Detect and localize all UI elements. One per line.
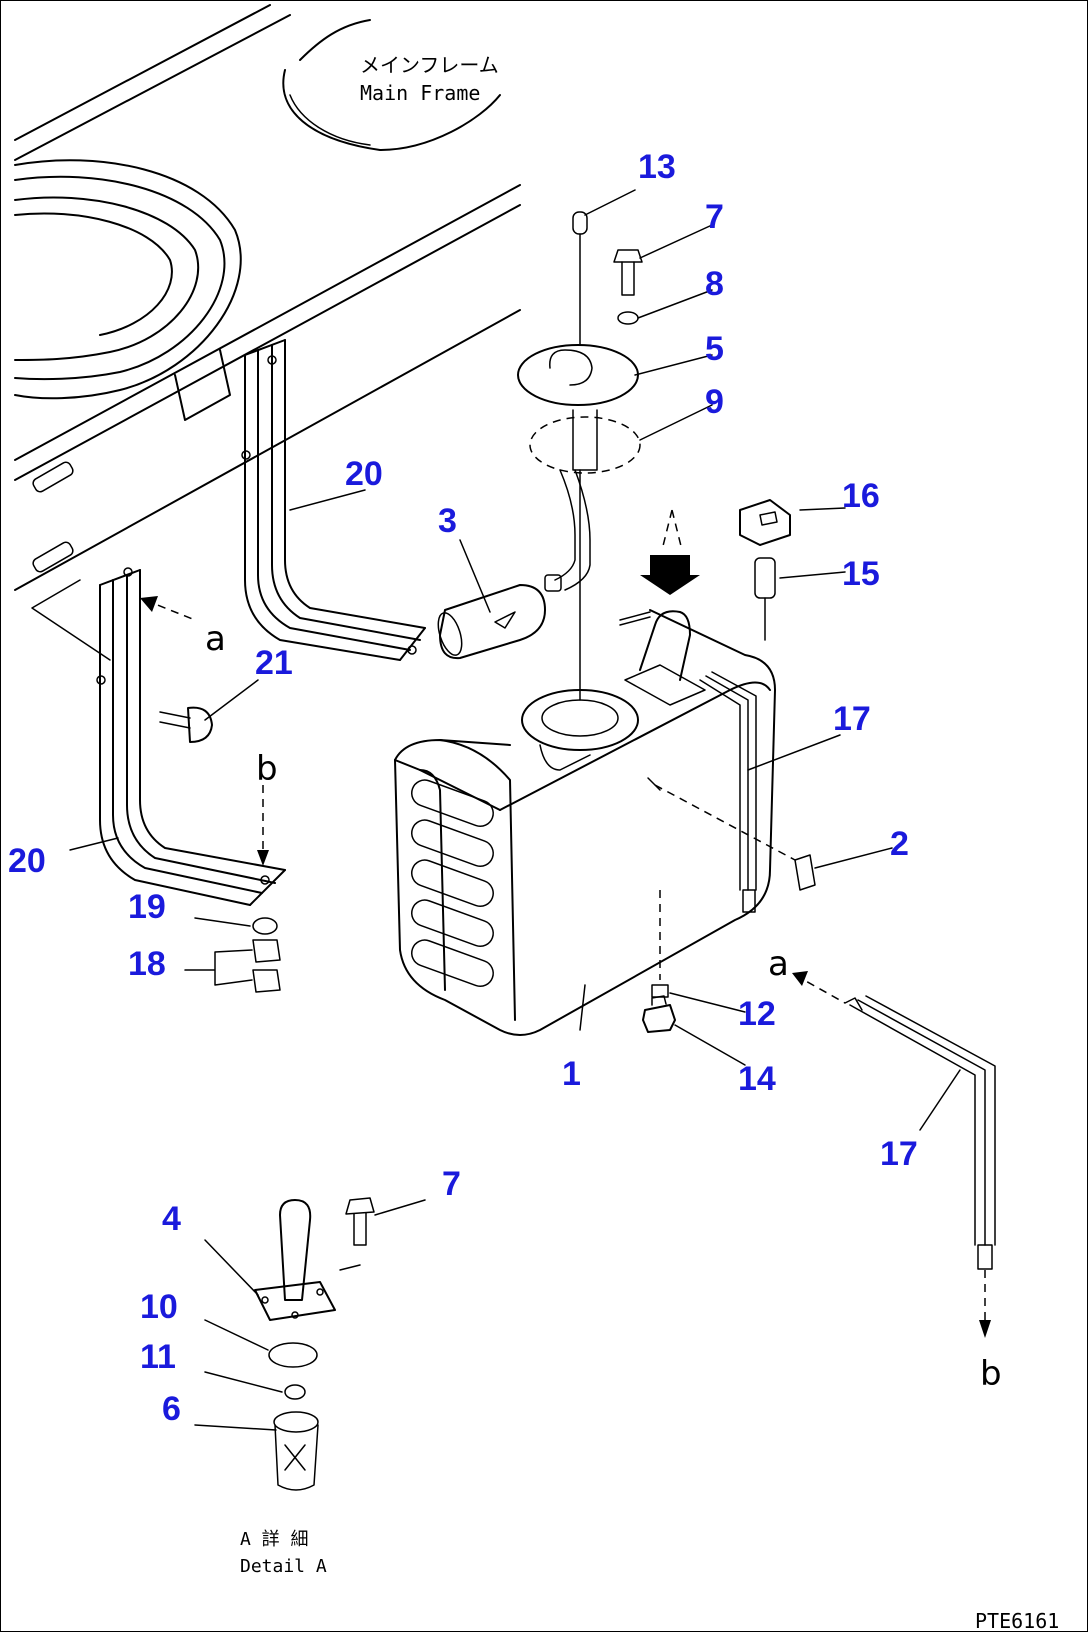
detail-label-jp: A 詳 細 (240, 1529, 309, 1550)
callout-4: 4 (162, 1200, 181, 1238)
callout-20-top: 20 (345, 455, 383, 493)
part-8-washer (617, 311, 639, 325)
callout-15: 15 (842, 555, 880, 593)
callout-8: 8 (705, 265, 724, 303)
callout-numbers: 13 7 8 5 9 16 15 20 3 21 17 2 20 19 18 1… (8, 148, 918, 1428)
letter-b-left: b (256, 749, 278, 789)
bracket-part-20-upper (241, 339, 426, 661)
callout-12: 12 (738, 995, 776, 1033)
callout-13: 13 (638, 148, 676, 186)
part-5-cover-plate (517, 344, 639, 406)
part-17-tube-lower (844, 995, 996, 1270)
callout-17-top: 17 (833, 700, 871, 738)
callout-11: 11 (140, 1338, 176, 1376)
main-frame (14, 4, 521, 661)
part-16-cap (739, 499, 791, 546)
main-frame-outline-detail (289, 94, 371, 146)
part-6-strainer (273, 1411, 319, 1491)
callout-9: 9 (705, 383, 724, 421)
letter-a-left: a (205, 619, 226, 659)
callout-7-top: 7 (705, 198, 724, 236)
part-7-bolt-top (613, 249, 643, 296)
part-14-valve (642, 995, 676, 1033)
part-17-tube-upper (699, 671, 757, 913)
letter-a-right: a (768, 944, 789, 984)
part-4-filler-neck (254, 1199, 336, 1321)
drawing-code: PTE6161 (975, 1609, 1059, 1633)
part-10-gasket (268, 1342, 318, 1368)
callout-5: 5 (705, 330, 724, 368)
main-frame-label-en: Main Frame (360, 81, 480, 105)
part-3-filter (437, 469, 591, 660)
part-15-sensor (754, 557, 776, 641)
callout-3: 3 (438, 502, 457, 540)
callout-2: 2 (890, 825, 909, 863)
view-arrows (140, 596, 991, 1338)
main-frame-label-jp: メインフレーム (360, 53, 499, 77)
leader-lines (69, 189, 961, 1431)
part-13-pin (572, 211, 588, 346)
callout-18: 18 (128, 945, 166, 983)
callout-7-bottom: 7 (442, 1165, 461, 1203)
callout-21: 21 (255, 644, 293, 682)
bracket-part-20-lower (96, 567, 286, 906)
callout-20-left: 20 (8, 842, 46, 880)
part-7-bolt-bottom (345, 1197, 375, 1246)
callout-19: 19 (128, 888, 166, 926)
part-2-clip (647, 777, 816, 891)
part-9-gasket (529, 409, 641, 474)
part-19-washer (252, 917, 278, 935)
view-letters: a b a b (205, 619, 1002, 1394)
part-11-oring (284, 1384, 306, 1400)
callout-6: 6 (162, 1390, 181, 1428)
view-arrow-a (640, 509, 700, 595)
callout-1: 1 (562, 1055, 581, 1093)
part-1-fuel-tank (394, 469, 776, 1036)
callout-17-bottom: 17 (880, 1135, 918, 1173)
part-12-plug (651, 890, 669, 998)
callout-10: 10 (140, 1288, 178, 1326)
part-18-nut (252, 939, 281, 993)
letter-b-right: b (980, 1354, 1002, 1394)
part-21-bolt (159, 706, 213, 743)
callout-14: 14 (738, 1060, 776, 1098)
callout-16: 16 (842, 477, 880, 515)
detail-label-en: Detail A (240, 1556, 327, 1577)
